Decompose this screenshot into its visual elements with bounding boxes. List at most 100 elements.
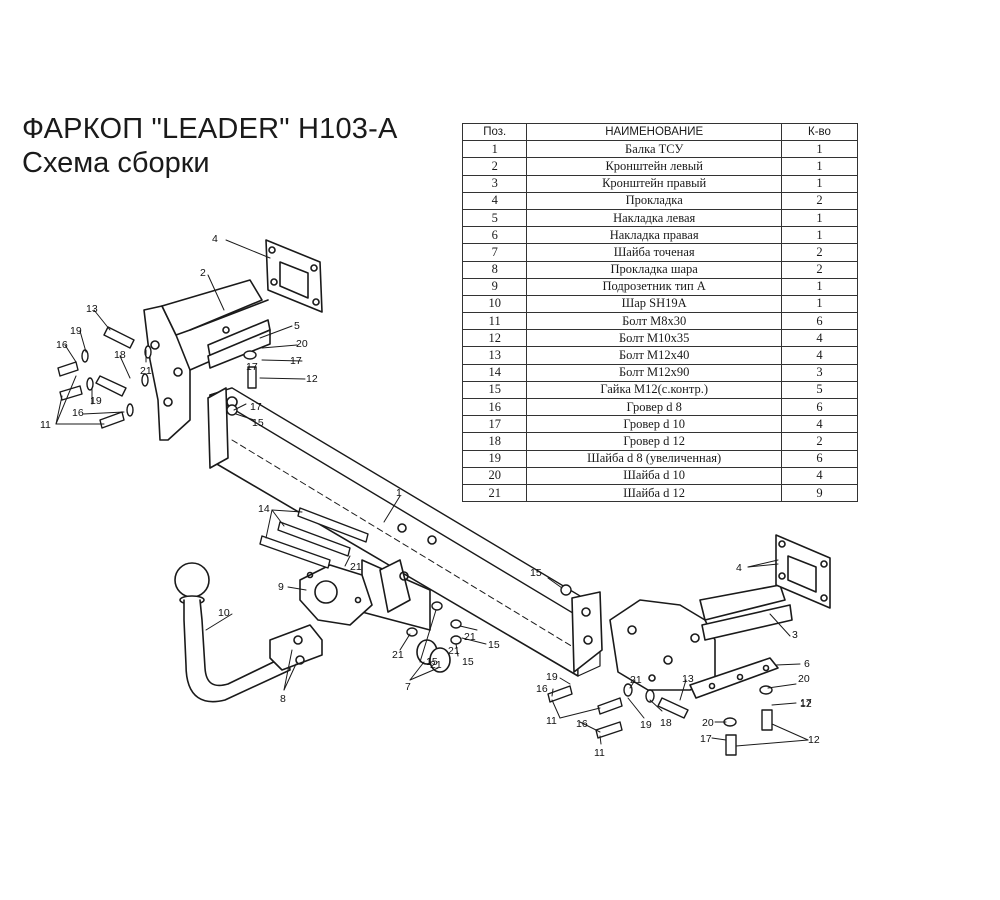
callout-12-right: 12 — [808, 734, 820, 746]
pos-cell: 21 — [461, 483, 528, 503]
callout-16-right-a: 16 — [536, 683, 548, 695]
callout-18-right: 18 — [660, 717, 672, 729]
leader-lines — [55, 239, 809, 747]
pos-cell: 10 — [461, 294, 528, 314]
callout-3: 3 — [792, 629, 798, 641]
callout-21-mid-b: 21 — [392, 649, 404, 661]
callout-7: 7 — [405, 681, 411, 693]
callout-labels: 1 2 3 4 4 5 6 7 8 9 10 11 11 11 12 12 12… — [40, 233, 820, 759]
callout-21-left: 21 — [140, 365, 152, 377]
bolts — [57, 326, 773, 756]
pos-cell: 11 — [461, 312, 528, 331]
callout-15-mid-a: 15 — [462, 656, 474, 668]
callout-15-mid-b: 15 — [488, 639, 500, 651]
name-cell: Накладка правая — [526, 226, 782, 245]
callout-8: 8 — [280, 693, 286, 705]
callout-12-left: 12 — [306, 373, 318, 385]
right-bracket — [609, 584, 793, 691]
callout-9: 9 — [278, 581, 284, 593]
callout-16-left-b: 16 — [72, 407, 84, 419]
left-plate — [265, 239, 323, 313]
callout-21-mid-e: 21 — [430, 659, 442, 671]
callout-14: 14 — [258, 503, 270, 515]
qty-cell: 9 — [780, 483, 859, 503]
name-cell: Гровер d 10 — [526, 415, 782, 434]
callout-21-mid-d: 21 — [464, 631, 476, 643]
pos-cell: 17 — [461, 415, 528, 434]
callout-20-right-b: 20 — [702, 717, 714, 729]
qty-cell: 3 — [780, 363, 859, 382]
callout-10: 10 — [218, 607, 230, 619]
name-cell: Подрозетник тип А — [526, 277, 782, 296]
name-cell: Кронштейн левый — [526, 157, 782, 176]
callout-19-right-b: 19 — [640, 719, 652, 731]
callout-17-left-b: 17 — [250, 401, 262, 413]
callout-20-left: 20 — [296, 338, 308, 350]
left-overlay — [207, 319, 271, 369]
name-cell: Накладка левая — [526, 208, 782, 228]
header-pos: Поз. — [461, 122, 528, 142]
callout-17-right-b: 17 — [700, 733, 712, 745]
callout-17-left-c: 17 — [246, 361, 258, 373]
tow-ball — [174, 562, 323, 703]
right-overlay — [689, 657, 779, 699]
pos-cell: 18 — [461, 432, 528, 451]
callout-16-right-b: 16 — [576, 718, 588, 730]
pos-cell: 6 — [461, 226, 528, 245]
callout-11-right-a: 11 — [546, 715, 557, 727]
callout-21-mid-a: 21 — [350, 561, 362, 573]
name-cell: Шайба d 12 — [526, 483, 782, 503]
parts-table-header: Поз. НАИМЕНОВАНИЕ К-во — [461, 122, 859, 142]
socket-plate — [299, 564, 373, 626]
callout-15-right: 15 — [530, 567, 542, 579]
name-cell: Шайба d 8 (увеличенная) — [526, 449, 782, 468]
callout-2: 2 — [200, 267, 206, 279]
callout-6: 6 — [804, 658, 810, 670]
callout-19-left-b: 19 — [90, 395, 102, 407]
page-title: ФАРКОП "LEADER" H103-A — [22, 113, 398, 145]
right-plate — [775, 534, 831, 609]
callout-17-left: 17 — [290, 355, 302, 367]
callout-19-left-a: 19 — [70, 325, 82, 337]
callout-21-right: 21 — [630, 674, 642, 686]
callout-21-mid-c: 21 — [448, 645, 460, 657]
callout-13-right: 13 — [682, 673, 694, 685]
callout-1: 1 — [396, 487, 402, 499]
callout-5: 5 — [294, 320, 300, 332]
pos-cell: 20 — [461, 466, 528, 485]
callout-17-right: 17 — [800, 697, 812, 709]
callout-13-left: 13 — [86, 303, 98, 315]
left-bracket — [143, 279, 271, 441]
page-subtitle: Схема сборки — [22, 147, 210, 179]
callout-15-mid-c: 15 — [426, 656, 438, 668]
callout-12-right-b: 12 — [800, 698, 812, 710]
callout-18-left: 18 — [114, 349, 126, 361]
callout-11-right-b: 11 — [594, 747, 605, 759]
beam — [207, 387, 603, 677]
callout-16-left-a: 16 — [56, 339, 68, 351]
callout-15-left: 15 — [252, 417, 264, 429]
callout-11-left: 11 — [40, 419, 51, 431]
callout-4-right: 4 — [736, 562, 742, 574]
callout-4-left: 4 — [212, 233, 218, 245]
callout-20-right: 20 — [798, 673, 810, 685]
callout-19-right-a: 19 — [546, 671, 558, 683]
pos-cell: 12 — [461, 329, 528, 348]
turned-washers — [416, 639, 451, 673]
